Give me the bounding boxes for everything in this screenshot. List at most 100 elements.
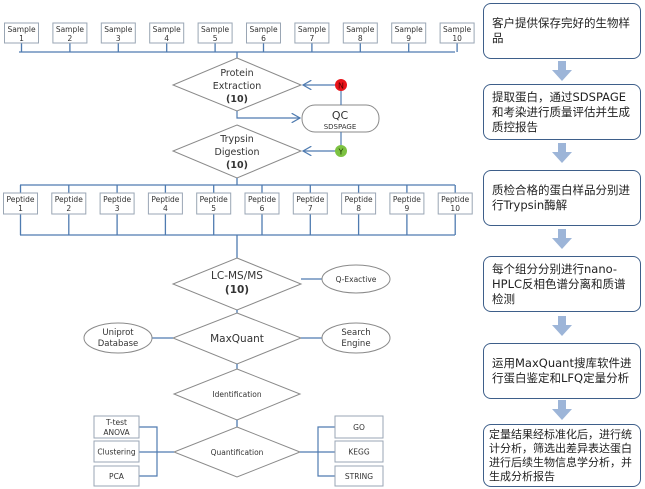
lcms-label: LC-MS/MS	[211, 270, 263, 282]
sample-number: 10	[452, 34, 462, 43]
sample-box	[4, 22, 39, 44]
to-qc-arrow	[236, 111, 300, 118]
trypsin-count: (10)	[226, 160, 248, 171]
sample-number: 5	[213, 34, 218, 43]
peptide-number: 2	[66, 204, 71, 213]
trypsin-line1: Trypsin	[219, 134, 254, 145]
uniprot-database-ellipse	[83, 322, 153, 354]
step-box-5: 运用MaxQuant搜库软件进行蛋白鉴定和LFQ定量分析	[483, 343, 641, 399]
peptide-box	[437, 192, 473, 215]
protein-extraction-line1: Protein	[220, 68, 253, 79]
step-box-6: 定量结果经标准化后，进行统计分析，筛选出差异表达蛋白进行后续生物信息学分析，并生…	[483, 424, 641, 487]
uniprot-line2: Database	[98, 339, 139, 349]
peptide-number: 3	[115, 204, 120, 213]
go-label: GO	[353, 423, 365, 432]
peptide-box	[341, 192, 377, 215]
step-text-4: 每个组分分别进行nano-HPLC反相色谱分离和质谱检测	[492, 261, 626, 306]
clustering-box	[93, 440, 140, 463]
peptide-label: Peptide	[103, 195, 131, 204]
protein-extraction-count: (10)	[226, 94, 248, 105]
peptide-box	[292, 192, 328, 215]
step-box-3: 质检合格的蛋白样品分别进行Trypsin酶解	[483, 170, 641, 226]
sample-box	[439, 22, 475, 44]
qc-subtitle: SDSPAGE	[324, 123, 357, 131]
sample-label: Sample	[443, 25, 472, 34]
sample-number: 7	[310, 34, 315, 43]
sample-label: Sample	[298, 25, 327, 34]
yes-label: Y	[338, 148, 344, 157]
peptide-box	[3, 192, 38, 215]
peptide-box	[196, 192, 232, 215]
search-engine-ellipse	[321, 322, 391, 354]
sample-box	[391, 22, 427, 44]
step-box-1: 客户提供保存完好的生物样品	[483, 3, 641, 59]
down-arrow-icon	[552, 61, 572, 81]
peptide-label: Peptide	[200, 195, 228, 204]
maxquant-label: MaxQuant	[210, 333, 264, 345]
yes-badge	[335, 145, 347, 157]
down-arrow-icon	[552, 400, 572, 420]
sample-label: Sample	[395, 25, 424, 34]
down-arrow-icon	[552, 143, 572, 163]
peptide-number: 8	[356, 204, 361, 213]
peptide-box	[147, 192, 183, 215]
sample-box	[197, 22, 233, 44]
peptide-box	[51, 192, 87, 215]
sample-number: 9	[406, 34, 411, 43]
ttest-label: T-test	[105, 418, 127, 427]
peptide-label: Peptide	[55, 195, 83, 204]
step-text-2: 提取蛋白，通过SDSPAGE和考染进行质量评估并生成质控报告	[492, 89, 630, 134]
sample-number: 3	[116, 34, 121, 43]
sample-label: Sample	[7, 25, 36, 34]
sample-box	[100, 22, 136, 44]
trypsin-line2: Digestion	[215, 147, 260, 158]
sample-label: Sample	[104, 25, 133, 34]
pca-label: PCA	[109, 472, 125, 481]
peptide-label: Peptide	[345, 195, 373, 204]
lcms-count: (10)	[225, 284, 249, 296]
sample-box	[149, 22, 185, 44]
sample-number: 6	[261, 34, 266, 43]
qc-title: QC	[332, 109, 349, 122]
sample-label: Sample	[201, 25, 230, 34]
q-exactive-label: Q-Exactive	[336, 275, 377, 284]
step-text-3: 质检合格的蛋白样品分别进行Trypsin酶解	[492, 183, 630, 212]
sample-number: 4	[164, 34, 169, 43]
sample-box	[52, 22, 88, 44]
peptide-label: Peptide	[6, 195, 34, 204]
peptide-label: Peptide	[441, 195, 469, 204]
peptide-number: 1	[18, 204, 23, 213]
peptide-label: Peptide	[248, 195, 276, 204]
peptide-number: 4	[163, 204, 168, 213]
sample-box	[294, 22, 330, 44]
step-box-4: 每个组分分别进行nano-HPLC反相色谱分离和质谱检测	[483, 256, 641, 312]
string-box	[334, 465, 384, 487]
sample-number: 8	[358, 34, 363, 43]
peptide-box	[244, 192, 280, 215]
peptide-number: 7	[308, 204, 313, 213]
quantification-label: Quantification	[211, 448, 264, 457]
down-arrow-icon	[552, 229, 572, 249]
quantification-diamond	[172, 426, 302, 478]
clustering-label: Clustering	[97, 448, 135, 457]
protein-extraction-line2: Extraction	[213, 81, 262, 92]
identification-label: Identification	[212, 390, 261, 399]
sample-box	[342, 22, 378, 44]
peptide-number: 5	[211, 204, 216, 213]
no-label: N	[338, 82, 344, 91]
down-arrow-icon	[552, 316, 572, 336]
sample-label: Sample	[346, 25, 375, 34]
search-engine-line2: Engine	[341, 339, 370, 349]
step-text-5: 运用MaxQuant搜库软件进行蛋白鉴定和LFQ定量分析	[492, 356, 632, 385]
peptide-label: Peptide	[151, 195, 179, 204]
sample-label: Sample	[249, 25, 278, 34]
ttest-anova-box	[93, 415, 140, 439]
step-box-2: 提取蛋白，通过SDSPAGE和考染进行质量评估并生成质控报告	[483, 84, 641, 140]
anova-label: ANOVA	[103, 428, 130, 437]
step-text-1: 客户提供保存完好的生物样品	[492, 16, 630, 45]
peptide-label: Peptide	[296, 195, 324, 204]
sample-label: Sample	[56, 25, 85, 34]
uniprot-line1: Uniprot	[102, 328, 134, 338]
search-engine-line1: Search	[341, 328, 370, 338]
